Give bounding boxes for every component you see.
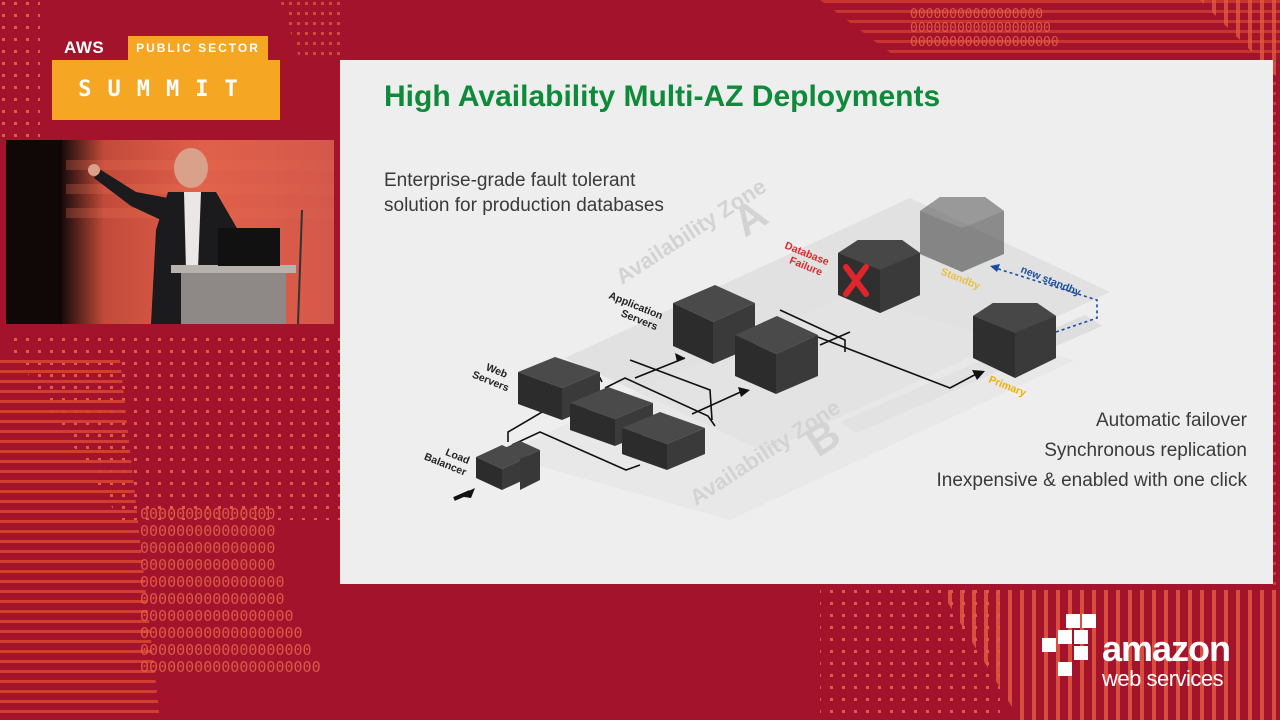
slide-intro-text: Enterprise-grade fault tolerant solution…: [384, 170, 664, 216]
presentation-slide: Availability Zone A Availability Zone B: [340, 60, 1273, 584]
connection-lines: [507, 309, 981, 471]
speaker-video: [6, 140, 334, 324]
logo-summit: SUMMIT: [52, 60, 280, 120]
failure-x-icon: [843, 264, 869, 297]
multi-az-diagram: Availability Zone A Availability Zone B: [422, 173, 1110, 520]
bullet-automatic-failover: Automatic failover: [1095, 410, 1247, 431]
load-balancer-cube: [476, 441, 540, 490]
slide-bullets: Automatic failover Synchronous replicati…: [936, 406, 1247, 496]
standby-database-cylinder: [920, 197, 1004, 272]
aws-cubes-icon: [1042, 614, 1096, 676]
failed-database-cylinder: [838, 240, 920, 313]
app-server-2: [735, 316, 818, 394]
zone-b-lower-platform: [500, 295, 1075, 520]
bullet-synchronous-replication: Synchronous replication: [1044, 440, 1247, 461]
primary-database-cylinder: [973, 303, 1056, 378]
inbound-arrow: [453, 490, 471, 501]
logo-public-sector: PUBLIC SECTOR: [128, 36, 268, 60]
speaker-figure: [66, 148, 334, 324]
web-servers-label: WebServers: [470, 358, 515, 395]
bullet-inexpensive: Inexpensive & enabled with one click: [936, 470, 1247, 491]
background-digit-pattern: 000000000000000 000000000000000 00000000…: [140, 505, 321, 676]
aws-logo-amazon: amazon: [1102, 628, 1231, 669]
load-balancer-label: LoadBalancer: [422, 440, 472, 479]
slide-title: High Availability Multi-AZ Deployments: [384, 80, 941, 113]
new-standby-arrow: [991, 266, 1098, 333]
aws-logo: amazon web services: [1040, 612, 1260, 692]
video-curtain: [6, 140, 62, 324]
aws-logo-web-services: web services: [1102, 666, 1224, 691]
logo-aws-text: AWS: [64, 38, 105, 57]
summit-logo: AWS PUBLIC SECTOR SUMMIT: [52, 36, 280, 120]
web-server-3: [622, 412, 705, 470]
background-digit-pattern-top: 00000000000000000 000000000000000000 000…: [910, 7, 1059, 50]
